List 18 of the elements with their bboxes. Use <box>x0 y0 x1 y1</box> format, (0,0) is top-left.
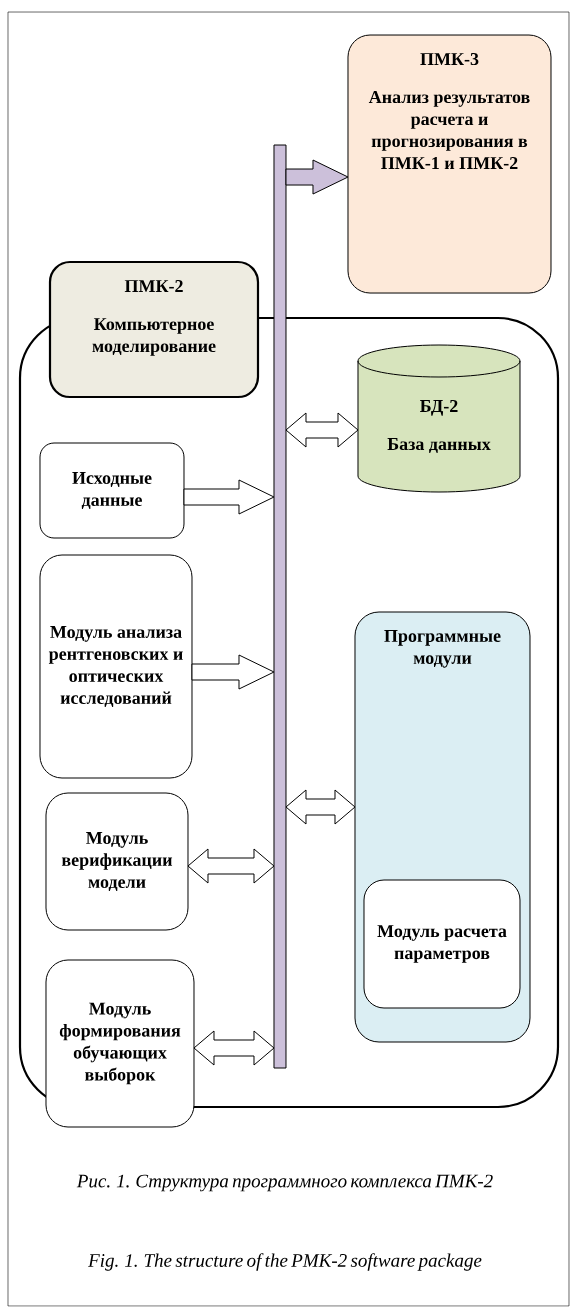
module-box: Модуль расчета параметров <box>363 879 521 1009</box>
module-box: Модуль формирования обучающих выборок <box>45 959 195 1128</box>
module-box: Модуль анализа рентгеновских и оптических исследований <box>39 554 193 779</box>
module-box: ПМК-3 Анализ результатов расчета и прогнозирования в ПМК-1 и ПМК-2 <box>347 34 552 294</box>
caption: Fig. 1. The structure of the PMK-2 software package <box>88 1253 482 1271</box>
block-arrow <box>193 1030 275 1066</box>
block-arrow <box>285 789 356 825</box>
bus-bar <box>273 144 287 1069</box>
caption: Рис. 1. Структура программного комплекса ПМК-2 <box>76 1174 493 1192</box>
block-arrow <box>191 654 275 690</box>
module-box: Модуль верификации модели <box>45 792 189 931</box>
module-box: Исходные данные <box>39 442 185 539</box>
database-cylinder: БД-2 База данных <box>357 344 521 493</box>
block-arrow <box>285 412 359 448</box>
title-box: ПМК-2 Компьютерное моделирование <box>48 260 260 399</box>
block-arrow <box>183 479 275 515</box>
block-arrow <box>187 848 275 884</box>
block-arrow <box>285 159 349 195</box>
